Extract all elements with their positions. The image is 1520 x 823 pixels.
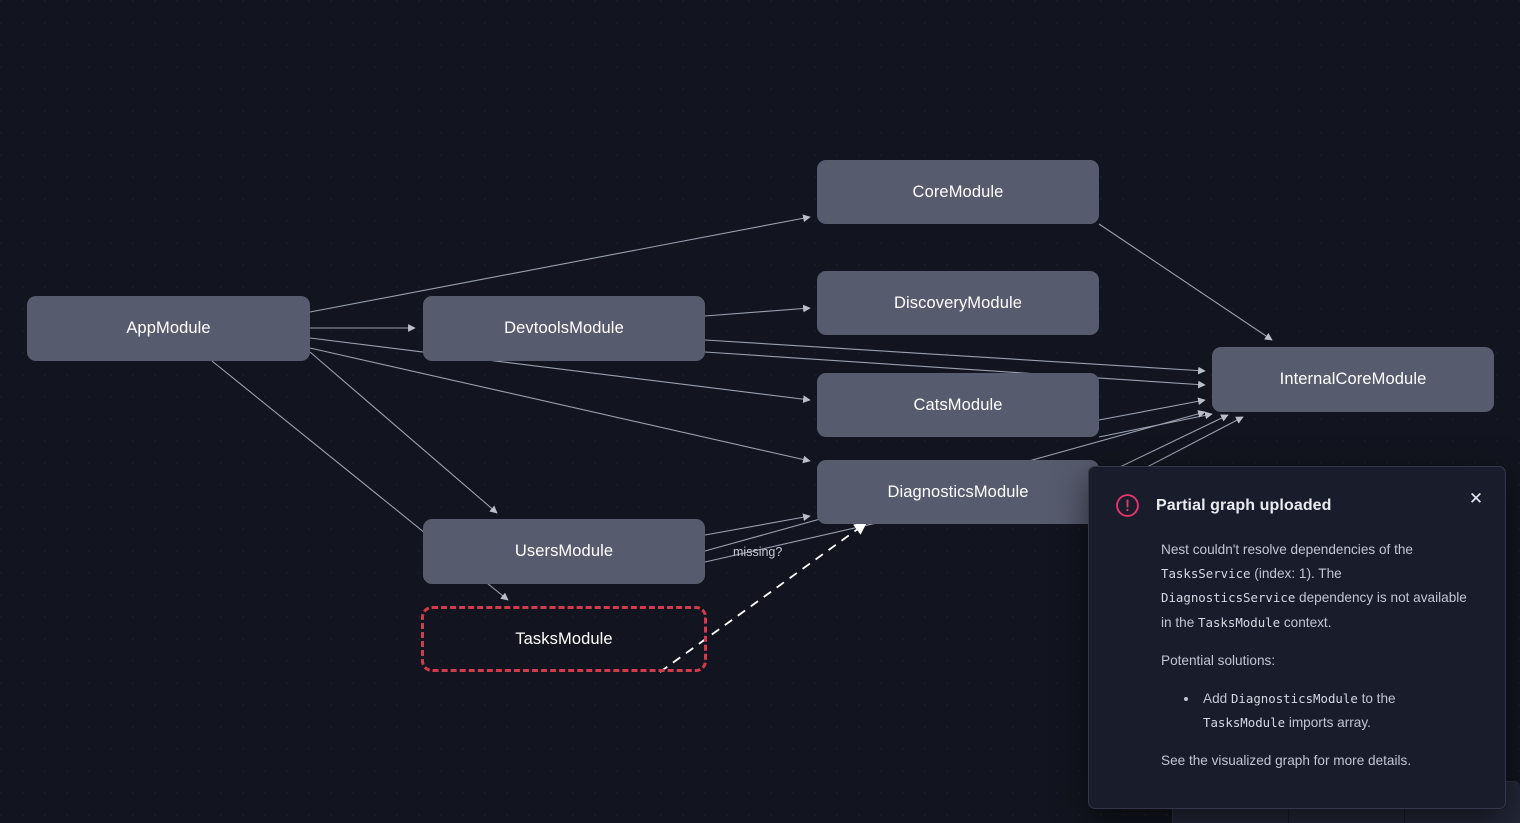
- message-part-3: dependency is not available in the: [1161, 590, 1467, 630]
- solutions-heading: Potential solutions:: [1161, 652, 1276, 668]
- notification-panel: ✕ Partial graph uploaded Nest couldn't r…: [1088, 466, 1506, 809]
- notification-header: Partial graph uploaded: [1115, 493, 1479, 518]
- graph-node-usersmodule[interactable]: UsersModule: [423, 519, 705, 584]
- edge-label-missing: missing?: [733, 545, 783, 559]
- solution-pre: Add: [1203, 690, 1231, 706]
- notification-message: Nest couldn't resolve dependencies of th…: [1161, 538, 1479, 635]
- message-part-2: (index: 1). The: [1250, 566, 1342, 582]
- code-diagnosticsmodule: DiagnosticsModule: [1230, 690, 1358, 706]
- graph-node-internalcoremodule[interactable]: InternalCoreModule: [1212, 347, 1494, 412]
- edge-group-cats: [1098, 397, 1213, 438]
- graph-node-label: AppModule: [126, 319, 211, 337]
- solution-post: imports array.: [1285, 715, 1371, 731]
- graph-node-label: DiscoveryModule: [893, 293, 1023, 312]
- graph-node-devtoolsmodule[interactable]: DevtoolsModule: [423, 296, 705, 361]
- solution-mid: to the: [1357, 690, 1396, 706]
- error-circle-icon: [1116, 494, 1139, 517]
- graph-node-appmodule[interactable]: AppModule: [27, 296, 310, 361]
- graph-node-label: DiagnosticsModule: [887, 482, 1029, 501]
- code-tasksservice: TasksService: [1161, 566, 1251, 582]
- edge-group-core: [1098, 223, 1273, 341]
- code-diagnosticsservice: DiagnosticsService: [1161, 590, 1296, 606]
- notification-body: Nest couldn't resolve dependencies of th…: [1115, 538, 1479, 774]
- notification-title: Partial graph uploaded: [1156, 496, 1332, 514]
- code-tasksmodule: TasksModule: [1198, 614, 1281, 630]
- graph-node-label: DevtoolsModule: [504, 319, 624, 337]
- graph-node-label: CatsModule: [913, 395, 1003, 414]
- graph-node-coremodule[interactable]: CoreModule: [817, 160, 1099, 224]
- list-item: Add DiagnosticsModule to the TasksModule…: [1199, 687, 1479, 735]
- message-part-4: context.: [1280, 614, 1332, 630]
- graph-node-discoverymodule[interactable]: DiscoveryModule: [817, 271, 1099, 335]
- solutions-list: Add DiagnosticsModule to the TasksModule…: [1181, 687, 1479, 735]
- graph-node-label: CoreModule: [912, 182, 1004, 201]
- code-tasksmodule-2: TasksModule: [1203, 715, 1286, 731]
- close-icon[interactable]: ✕: [1465, 487, 1487, 509]
- graph-node-catsmodule[interactable]: CatsModule: [817, 373, 1099, 437]
- graph-node-label: UsersModule: [514, 542, 614, 560]
- message-part-1: Nest couldn't resolve dependencies of th…: [1161, 542, 1413, 557]
- graph-node-diagnosticsmodule[interactable]: DiagnosticsModule: [817, 460, 1099, 524]
- graph-node-label: TasksModule: [515, 629, 613, 648]
- notification-footer: See the visualized graph for more detail…: [1161, 753, 1412, 769]
- graph-node-label: InternalCoreModule: [1279, 370, 1427, 388]
- graph-node-tasksmodule[interactable]: TasksModule: [421, 606, 707, 672]
